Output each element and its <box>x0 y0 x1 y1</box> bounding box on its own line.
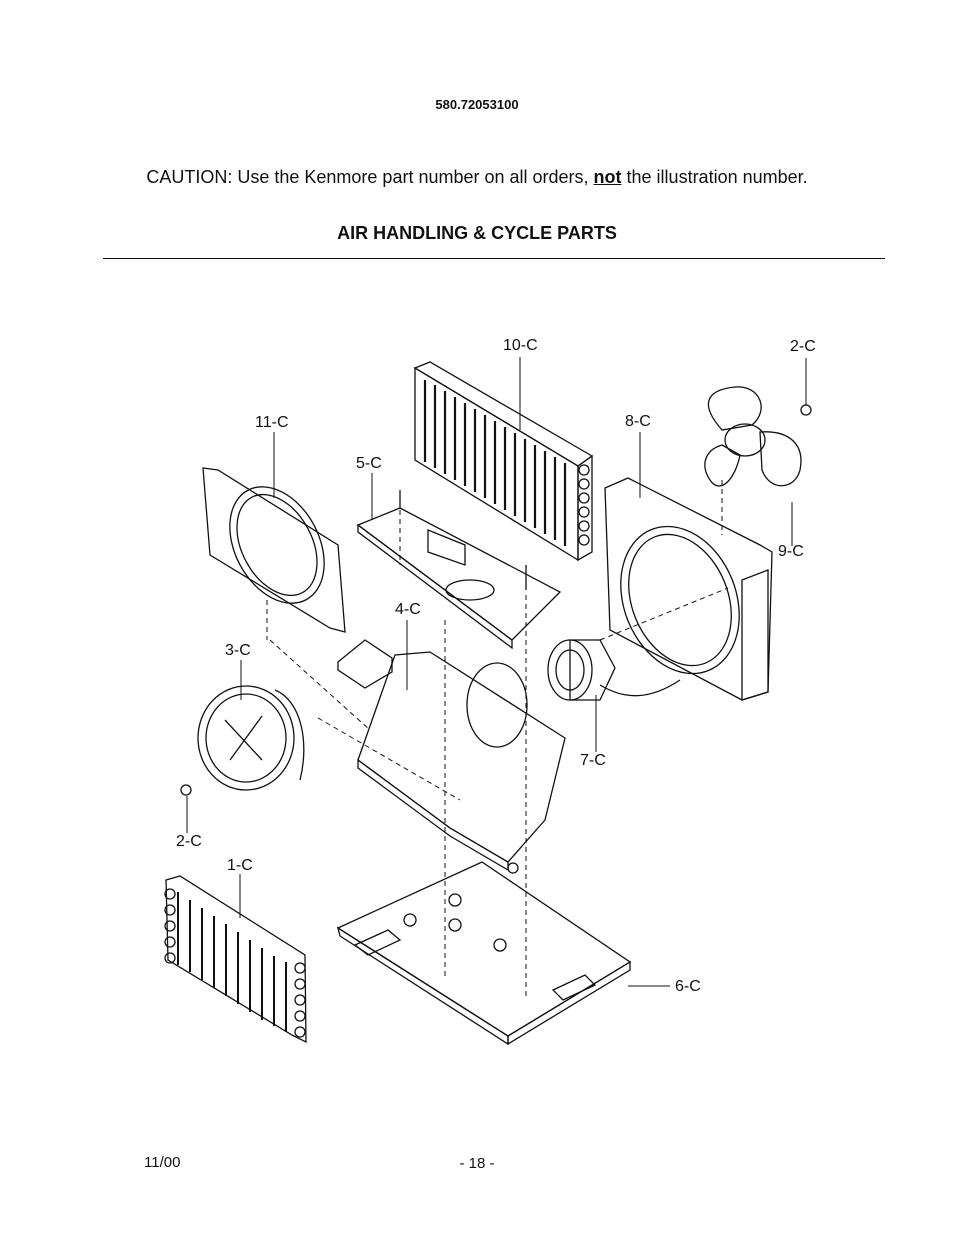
shroud-drawing <box>202 467 346 633</box>
condenser-fan-drawing <box>704 386 812 487</box>
caution-prefix: CAUTION: Use the Kenmore part number on … <box>146 167 594 187</box>
callout-9c: 9-C <box>778 543 804 560</box>
callout-7c: 7-C <box>580 752 606 769</box>
fan-motor-drawing <box>547 639 681 701</box>
callout-2c-top: 2-C <box>790 338 816 355</box>
callout-1c: 1-C <box>227 857 253 874</box>
evaporator-coil-drawing <box>413 361 594 562</box>
callout-4c: 4-C <box>395 601 421 618</box>
condenser-shroud-drawing <box>604 477 773 701</box>
callout-6c: 6-C <box>675 978 701 995</box>
duct-drawing <box>356 490 562 650</box>
callout-10c: 10-C <box>503 337 538 354</box>
section-title: AIR HANDLING & CYCLE PARTS <box>337 223 617 243</box>
model-number: 580.72053100 <box>435 97 519 112</box>
callout-3c: 3-C <box>225 642 251 659</box>
condenser-coil-drawing <box>164 875 307 1044</box>
caution-note: CAUTION: Use the Kenmore part number on … <box>0 167 954 188</box>
header-rule <box>103 258 885 259</box>
caution-emphasis: not <box>593 167 622 187</box>
footer-date: 11/00 <box>144 1154 181 1171</box>
footer-page-number: - 18 - <box>459 1155 495 1172</box>
base-pan-drawing <box>336 861 632 1046</box>
callout-2c-bottom: 2-C <box>176 833 202 850</box>
caution-suffix: the illustration number. <box>621 167 808 187</box>
callout-5c: 5-C <box>356 455 382 472</box>
callout-8c: 8-C <box>625 413 651 430</box>
callout-11c: 11-C <box>255 414 289 431</box>
blower-wheel-drawing <box>180 685 305 796</box>
housing-drawing <box>337 639 566 872</box>
